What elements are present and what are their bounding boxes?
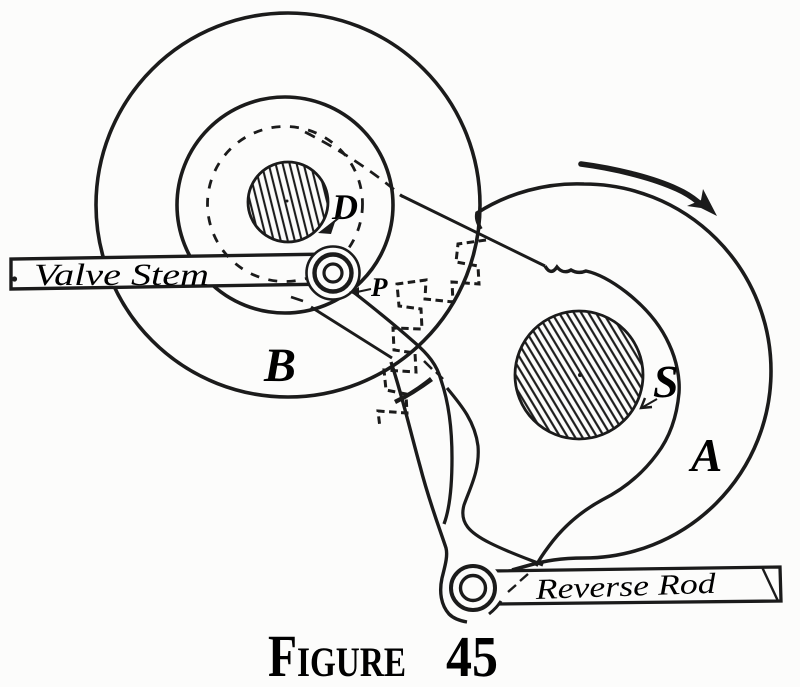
svg-text:Reverse Rod: Reverse Rod — [534, 568, 717, 606]
svg-text:Valve Stem: Valve Stem — [34, 257, 209, 292]
svg-text:Figure: Figure — [268, 623, 406, 687]
svg-text:S: S — [653, 356, 679, 407]
svg-text:A: A — [688, 430, 722, 482]
svg-text:P: P — [370, 272, 388, 302]
svg-text:B: B — [263, 339, 296, 392]
svg-text:45: 45 — [446, 624, 498, 687]
